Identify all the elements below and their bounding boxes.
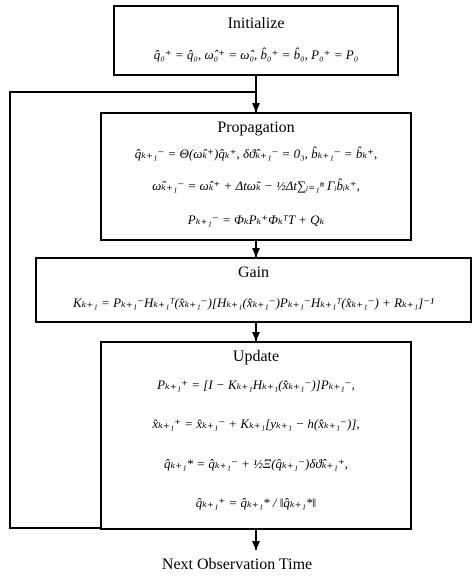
gain-title: Gain	[237, 264, 270, 281]
propagation-equation-3: Pₖ₊₁⁻ = ΦₖPₖ⁺ΦₖᵀT + Qₖ	[187, 212, 325, 227]
update-equation-2: x̂ₖ₊₁⁺ = x̂ₖ₊₁⁻ + Kₖ₊₁[yₖ₊₁ − h(x̂ₖ₊₁⁻)]…	[152, 416, 360, 431]
gain-equation: Kₖ₊₁ = Pₖ₊₁⁻Hₖ₊₁ᵀ(x̂ₖ₊₁⁻)[Hₖ₊₁(x̂ₖ₊₁⁻)Pₖ…	[73, 295, 434, 310]
update-equation-3: q̂ₖ₊₁* = q̂ₖ₊₁⁻ + ½Ξ(q̂ₖ₊₁⁻)δϑ̂ₖ₊₁⁺,	[163, 456, 348, 471]
update-box: Update Pₖ₊₁⁺ = [I − Kₖ₊₁Hₖ₊₁(x̂ₖ₊₁⁻)]Pₖ₊…	[100, 341, 412, 530]
initialize-box: Initialize q̂₀⁺ = q̂₀, ω̂₀⁺ = ω̂₀, b̂₀⁺ …	[113, 5, 399, 76]
propagation-box: Propagation q̂ₖ₊₁⁻ = Θ(ω̂ₖ⁺)q̂ₖ⁺, δϑ̂ₖ₊₁…	[100, 112, 412, 241]
update-equation-4: q̂ₖ₊₁⁺ = q̂ₖ₊₁* / ‖q̂ₖ₊₁*‖	[195, 495, 317, 510]
gain-box: Gain Kₖ₊₁ = Pₖ₊₁⁻Hₖ₊₁ᵀ(x̂ₖ₊₁⁻)[Hₖ₊₁(x̂ₖ₊…	[35, 257, 472, 323]
initialize-title: Initialize	[227, 15, 285, 32]
next-observation-label: Next Observation Time	[161, 556, 313, 573]
propagation-equation-2: ω̂ₖ₊₁⁻ = ω̂ₖ⁺ + Δtω̃ₖ − ½Δt∑ᵢ₌₁ⁿ Γᵢb̂ᵢₖ⁺…	[152, 178, 360, 193]
update-title: Update	[232, 348, 280, 365]
propagation-equation-1: q̂ₖ₊₁⁻ = Θ(ω̂ₖ⁺)q̂ₖ⁺, δϑ̂ₖ₊₁⁻ = 0₃, b̂ₖ₊…	[134, 146, 378, 161]
initialize-equation: q̂₀⁺ = q̂₀, ω̂₀⁺ = ω̂₀, b̂₀⁺ = b̂₀, P₀⁺ …	[153, 47, 359, 62]
propagation-title: Propagation	[217, 119, 295, 136]
update-equation-1: Pₖ₊₁⁺ = [I − Kₖ₊₁Hₖ₊₁(x̂ₖ₊₁⁻)]Pₖ₊₁⁻,	[157, 377, 355, 392]
